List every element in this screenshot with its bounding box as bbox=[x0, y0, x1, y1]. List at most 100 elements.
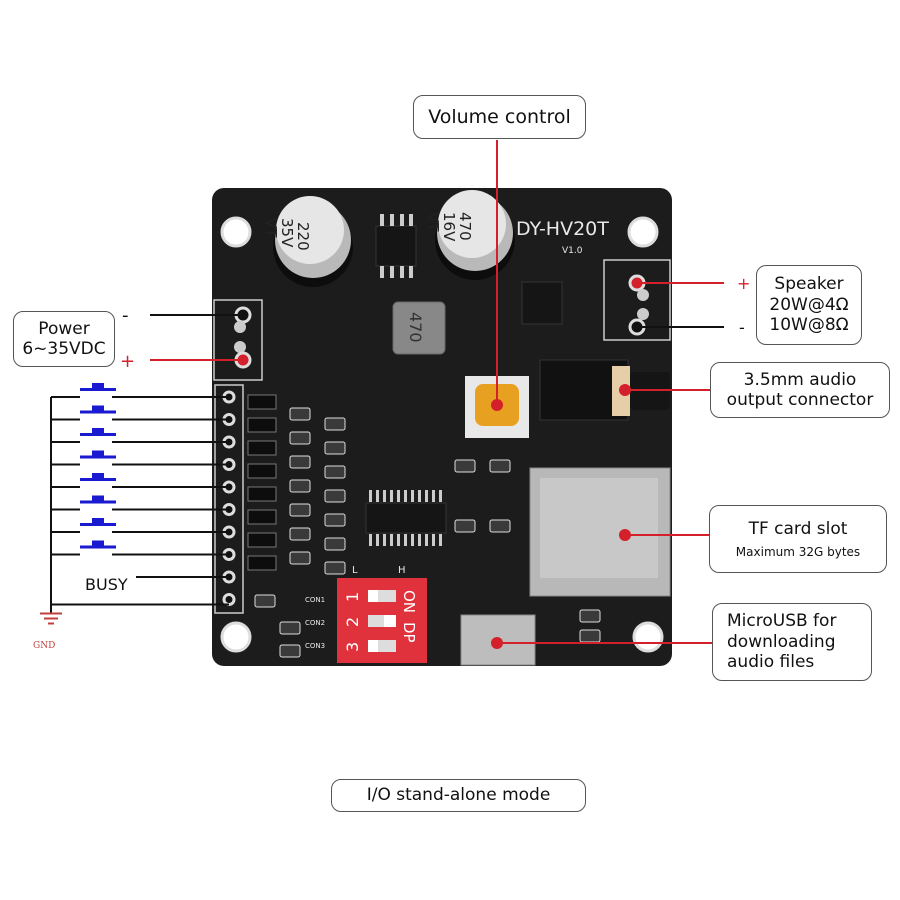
ic-pin bbox=[418, 534, 421, 546]
ic-pin bbox=[404, 490, 407, 502]
push-button-cap bbox=[92, 495, 104, 502]
smd-component bbox=[289, 527, 311, 541]
capacitor-470uf: 470 16V VT bbox=[424, 190, 515, 280]
smd-component bbox=[489, 519, 511, 533]
push-button-cap bbox=[92, 383, 104, 389]
speaker-plus-sign: + bbox=[737, 274, 750, 293]
dip-switch: 1 2 3 ON DP bbox=[337, 578, 427, 663]
ic-pin bbox=[404, 534, 407, 546]
smd-component bbox=[254, 594, 276, 608]
tf-card-slot bbox=[529, 467, 671, 597]
ic-pin bbox=[390, 534, 393, 546]
mode-label: I/O stand-alone mode bbox=[331, 779, 586, 812]
power-label: Power 6~35VDC bbox=[13, 311, 115, 367]
cap-left-text: 220 bbox=[294, 222, 312, 251]
ic-pin bbox=[432, 534, 435, 546]
ic-pin bbox=[383, 490, 386, 502]
ic-pin bbox=[439, 490, 442, 502]
svg-text:CON3: CON3 bbox=[305, 642, 325, 650]
ic-pin bbox=[418, 490, 421, 502]
push-button-cap bbox=[92, 450, 104, 457]
smd-component bbox=[324, 465, 346, 479]
ic-pin bbox=[411, 534, 414, 546]
ic-pin bbox=[425, 534, 428, 546]
push-button-icon bbox=[80, 455, 116, 459]
ic-pin bbox=[390, 490, 393, 502]
smd-component bbox=[324, 513, 346, 527]
svg-text:CON2: CON2 bbox=[305, 619, 325, 627]
push-button-icon bbox=[80, 500, 116, 504]
inductor: 470 bbox=[392, 301, 446, 355]
svg-text:2: 2 bbox=[343, 617, 362, 627]
busy-label: BUSY bbox=[85, 575, 128, 594]
amp-ic bbox=[375, 214, 417, 278]
smd-component bbox=[279, 621, 301, 635]
smd-component bbox=[324, 561, 346, 575]
ic-pin bbox=[432, 490, 435, 502]
leader-lines bbox=[150, 140, 724, 649]
smd-component bbox=[324, 537, 346, 551]
board-model-text: DY-HV20T bbox=[516, 218, 609, 240]
push-button-cap bbox=[92, 405, 104, 412]
smd-component bbox=[324, 417, 346, 431]
svg-text:DP: DP bbox=[400, 622, 418, 643]
microusb-label: MicroUSB for downloading audio files bbox=[712, 603, 872, 681]
gnd-label: GND bbox=[33, 641, 55, 651]
smd-component bbox=[289, 551, 311, 565]
svg-text:16V: 16V bbox=[440, 212, 458, 242]
smd-component bbox=[289, 455, 311, 469]
mounting-hole bbox=[627, 216, 659, 248]
smd-component bbox=[324, 489, 346, 503]
push-button-icon bbox=[80, 433, 116, 436]
svg-text:35V: 35V bbox=[278, 218, 296, 248]
mounting-hole bbox=[220, 621, 252, 653]
main-ic bbox=[365, 490, 447, 546]
ic-pin bbox=[397, 490, 400, 502]
ic-pin bbox=[369, 534, 372, 546]
push-button-icon bbox=[80, 545, 116, 549]
ic-pin bbox=[376, 490, 379, 502]
push-button-cap bbox=[92, 518, 104, 524]
ic-pin bbox=[369, 490, 372, 502]
ic-pin bbox=[411, 490, 414, 502]
ic-pin bbox=[376, 534, 379, 546]
smd-component bbox=[289, 407, 311, 421]
diode bbox=[247, 486, 277, 502]
diode bbox=[247, 555, 277, 571]
ic-pin bbox=[439, 534, 442, 546]
svg-text:470: 470 bbox=[406, 312, 425, 343]
speaker-minus-sign: - bbox=[739, 318, 745, 337]
svg-text:VT: VT bbox=[424, 212, 442, 232]
diode bbox=[247, 532, 277, 548]
volume-control-label: Volume control bbox=[413, 95, 586, 139]
svg-text:3: 3 bbox=[343, 642, 362, 652]
push-button-icon bbox=[80, 410, 116, 414]
capacitor-220uf: 220 35V VT bbox=[262, 196, 353, 287]
svg-text:1: 1 bbox=[343, 592, 362, 602]
smd-component bbox=[454, 519, 476, 533]
diode bbox=[247, 509, 277, 525]
smd-component bbox=[324, 441, 346, 455]
ic-pin bbox=[425, 490, 428, 502]
smd-component bbox=[579, 609, 601, 623]
smd-component bbox=[579, 629, 601, 643]
svg-text:H: H bbox=[398, 565, 406, 576]
power-plus-sign: + bbox=[120, 351, 135, 372]
mounting-hole bbox=[632, 621, 664, 653]
svg-text:CON1: CON1 bbox=[305, 596, 325, 604]
smd-component bbox=[289, 479, 311, 493]
tf-card-label: TF card slot Maximum 32G bytes bbox=[709, 505, 887, 573]
diode bbox=[247, 417, 277, 433]
smd-component bbox=[289, 503, 311, 517]
smd-component bbox=[279, 644, 301, 658]
svg-text:470: 470 bbox=[456, 212, 474, 241]
header-pin bbox=[222, 593, 236, 606]
svg-text:L: L bbox=[352, 565, 358, 576]
button-schematic bbox=[40, 383, 229, 625]
smd-component bbox=[289, 431, 311, 445]
ic-pin bbox=[383, 534, 386, 546]
svg-text:VT: VT bbox=[262, 218, 280, 238]
push-button-cap bbox=[92, 428, 104, 434]
smd-component bbox=[454, 459, 476, 473]
